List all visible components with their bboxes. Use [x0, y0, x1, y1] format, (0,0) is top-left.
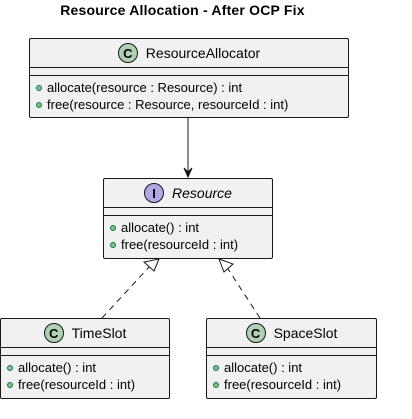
- class-stereotype-icon: C: [245, 323, 266, 343]
- interface-name: Resource: [172, 185, 232, 201]
- methods-compartment: allocate() : int free(resourceId : int): [1, 356, 169, 396]
- attributes-compartment: [30, 68, 348, 75]
- public-method-icon: [7, 382, 13, 388]
- realization-arrow-spaceslot: [218, 258, 261, 319]
- methods-compartment: allocate() : int free(resourceId : int): [104, 216, 272, 256]
- method: allocate() : int: [213, 359, 376, 376]
- method: free(resourceId : int): [7, 376, 169, 393]
- public-method-icon: [110, 225, 116, 231]
- diagram-title: Resource Allocation - After OCP Fix: [60, 2, 305, 18]
- method: allocate() : int: [7, 359, 169, 376]
- class-name: TimeSlot: [71, 325, 127, 341]
- attributes-compartment: [1, 348, 169, 355]
- class-stereotype-icon: C: [43, 323, 64, 343]
- interface-stereotype-icon: I: [144, 183, 165, 203]
- methods-compartment: allocate() : int free(resourceId : int): [207, 356, 376, 396]
- methods-compartment: allocate(resource : Resource) : int free…: [30, 76, 348, 116]
- class-timeslot[interactable]: C TimeSlot allocate() : int free(resourc…: [0, 318, 170, 399]
- attributes-compartment: [207, 348, 376, 355]
- class-stereotype-icon: C: [117, 43, 138, 63]
- interface-resource[interactable]: I Resource allocate() : int free(resourc…: [103, 178, 273, 259]
- class-spaceslot[interactable]: C SpaceSlot allocate() : int free(resour…: [206, 318, 377, 399]
- method: allocate() : int: [110, 219, 272, 236]
- public-method-icon: [110, 242, 116, 248]
- public-method-icon: [36, 102, 42, 108]
- method: free(resourceId : int): [213, 376, 376, 393]
- attributes-compartment: [104, 208, 272, 215]
- method: allocate(resource : Resource) : int: [36, 79, 348, 96]
- realization-arrow-timeslot: [101, 258, 160, 319]
- public-method-icon: [213, 382, 219, 388]
- public-method-icon: [36, 85, 42, 91]
- class-resource-allocator[interactable]: C ResourceAllocator allocate(resource : …: [29, 38, 349, 118]
- class-name: ResourceAllocator: [145, 45, 261, 61]
- method: free(resourceId : int): [110, 236, 272, 253]
- association-arrow: [183, 118, 193, 179]
- class-name: SpaceSlot: [273, 325, 338, 341]
- public-method-icon: [7, 365, 13, 371]
- method: free(resource : Resource, resourceId : i…: [36, 96, 348, 113]
- public-method-icon: [213, 365, 219, 371]
